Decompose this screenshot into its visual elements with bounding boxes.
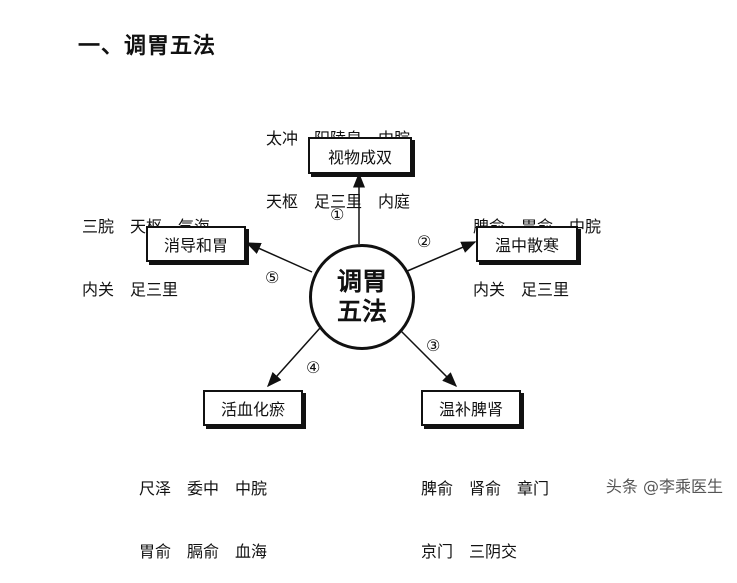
method-3-points-line-2: 京门 三阴交 bbox=[421, 542, 518, 561]
method-5-label: 消导和胃 bbox=[163, 236, 228, 255]
method-1-number: ① bbox=[330, 205, 345, 224]
page-title: 一、调胃五法 bbox=[78, 34, 217, 59]
method-2-points-line-2: 内关 足三里 bbox=[473, 280, 570, 299]
method-4-points-line-2: 胃俞 膈俞 血海 bbox=[139, 542, 268, 561]
arrow-4 bbox=[266, 327, 321, 388]
method-3-box: 温补脾肾 bbox=[421, 390, 521, 426]
method-5-number: ⑤ bbox=[265, 268, 280, 287]
method-2-label: 温中散寒 bbox=[494, 236, 559, 255]
method-2-box: 温中散寒 bbox=[476, 226, 578, 262]
method-2-number: ② bbox=[417, 232, 432, 251]
method-4-points-line-1: 尺泽 委中 中脘 bbox=[139, 479, 268, 498]
method-1-points-line-2: 天枢 足三里 内庭 bbox=[266, 192, 411, 211]
method-5-points-line-2: 内关 足三里 bbox=[82, 280, 179, 299]
method-4-label: 活血化瘀 bbox=[220, 400, 285, 419]
arrow-3 bbox=[397, 327, 458, 388]
center-node: 调胃 五法 bbox=[309, 244, 415, 350]
arrow-5 bbox=[245, 242, 313, 273]
method-3-points-line-1: 脾俞 肾俞 章门 bbox=[421, 479, 550, 498]
center-line-2: 五法 bbox=[336, 297, 387, 326]
method-3-points: 脾俞 肾俞 章门 京门 三阴交 bbox=[421, 436, 549, 583]
method-3-number: ③ bbox=[426, 336, 441, 355]
center-line-1: 调胃 bbox=[336, 267, 387, 296]
method-4-points: 尺泽 委中 中脘 胃俞 膈俞 血海 bbox=[139, 436, 267, 583]
method-5-box: 消导和胃 bbox=[146, 226, 246, 262]
arrow-2 bbox=[404, 241, 477, 273]
method-3-label: 温补脾肾 bbox=[438, 400, 503, 419]
method-4-number: ④ bbox=[306, 358, 321, 377]
method-1-box: 视物成双 bbox=[308, 137, 412, 174]
method-1-label: 视物成双 bbox=[327, 147, 392, 167]
watermark: 头条 @李乘医生 bbox=[605, 477, 723, 496]
method-4-box: 活血化瘀 bbox=[203, 390, 303, 426]
connector-arrows bbox=[245, 172, 477, 388]
